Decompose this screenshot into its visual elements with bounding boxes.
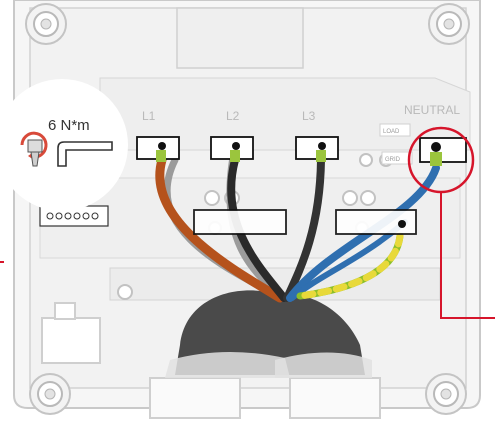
wire-l3-black bbox=[283, 156, 325, 302]
screw-mount-bottom-right bbox=[425, 373, 467, 415]
terminal-label-neutral: NEUTRAL bbox=[404, 103, 460, 117]
wire-l2-black bbox=[227, 156, 288, 302]
busbar-plate-left bbox=[193, 209, 287, 235]
neutral-highlight-callout bbox=[407, 126, 495, 319]
terminal-label-l3: L3 bbox=[302, 109, 316, 123]
wire-earth-stripe bbox=[296, 232, 404, 300]
callout-leader-line bbox=[440, 192, 495, 319]
wire-l1-brown bbox=[155, 155, 285, 303]
terminal-neutral bbox=[419, 137, 467, 166]
cable-sleeves bbox=[165, 290, 372, 378]
sub-label-load: LOAD bbox=[383, 129, 400, 135]
hex-key-icon bbox=[57, 141, 113, 167]
terminal-l2 bbox=[210, 136, 254, 162]
torque-value: 6 N*m bbox=[48, 117, 90, 134]
terminal-label-l1: L1 bbox=[142, 109, 156, 123]
torque-callout: 6 N*m bbox=[0, 79, 128, 211]
terminal-l1 bbox=[136, 136, 180, 162]
screw-rotate-icon bbox=[20, 131, 48, 167]
busbar-plate-right bbox=[335, 209, 417, 235]
terminal-clamps bbox=[136, 136, 467, 235]
sub-label-grid: GRID bbox=[385, 157, 401, 163]
screw-mount-bottom-left bbox=[29, 373, 71, 415]
terminal-label-l2: L2 bbox=[226, 109, 240, 123]
terminal-l3 bbox=[295, 136, 339, 162]
screw-mount-top-left bbox=[25, 3, 67, 45]
screw-mount-top-right bbox=[428, 3, 470, 45]
